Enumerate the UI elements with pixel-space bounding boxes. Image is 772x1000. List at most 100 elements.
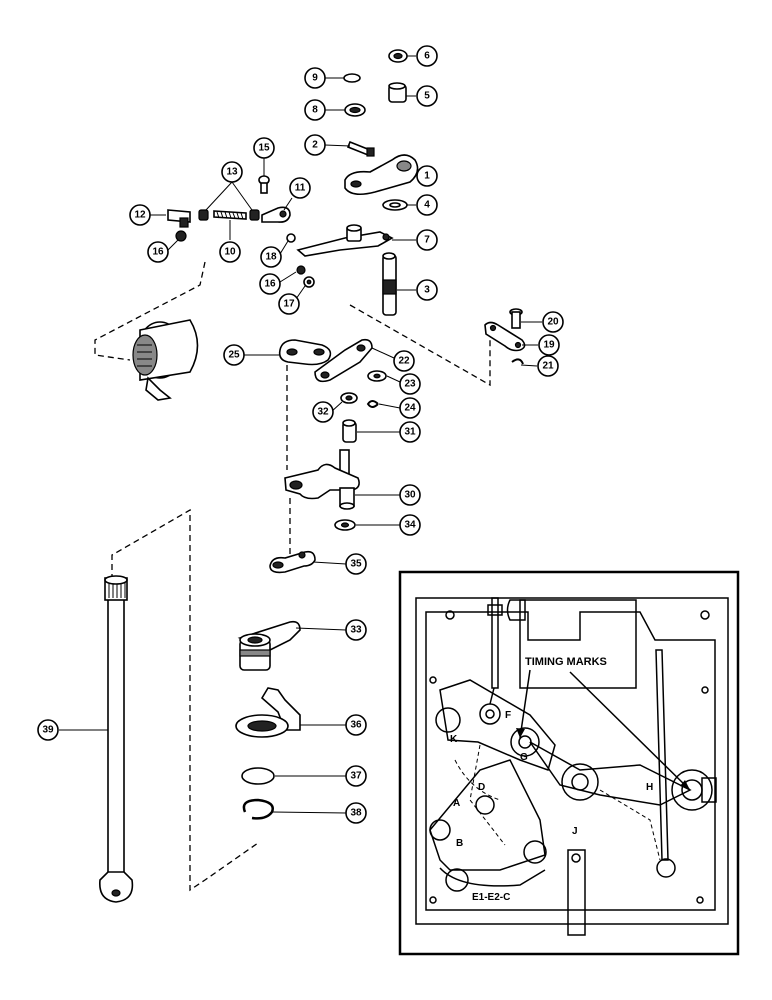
svg-text:22: 22	[398, 356, 410, 367]
callout-6: 6	[416, 45, 438, 67]
svg-text:32: 32	[317, 407, 329, 418]
timing-marks-inset: TIMING MARKS K F G D H A B J E1-E2-C	[398, 570, 740, 956]
callout-24: 24	[399, 397, 421, 419]
part-7-lever	[296, 224, 394, 257]
part-16a-nut	[175, 230, 187, 242]
callout-10: 10	[219, 241, 241, 263]
part-9-snap-ring	[343, 73, 361, 83]
hub-assembly	[132, 319, 199, 401]
svg-text:16: 16	[264, 279, 276, 290]
part-19-link	[484, 321, 526, 352]
inset-letter-f: F	[505, 710, 511, 721]
callout-11: 11	[289, 177, 311, 199]
part-8-washer	[344, 103, 366, 117]
assembly-line-shaft	[111, 508, 259, 892]
inset-letter-j: J	[572, 826, 578, 837]
svg-text:24: 24	[404, 403, 416, 414]
svg-text:34: 34	[404, 520, 416, 531]
svg-text:17: 17	[283, 299, 295, 310]
callout-38: 38	[345, 802, 367, 824]
inset-letter-b: B	[456, 838, 463, 849]
callout-2: 2	[304, 134, 326, 156]
part-37-ring	[241, 767, 275, 785]
svg-text:20: 20	[547, 317, 559, 328]
inset-letter-k: K	[450, 734, 458, 745]
part-2-bolt	[346, 140, 375, 157]
part-6-nut	[388, 49, 408, 63]
inset-letter-h: H	[646, 782, 653, 793]
callout-32: 32	[312, 401, 334, 423]
svg-text:11: 11	[295, 183, 306, 194]
assembly-line-19	[349, 304, 491, 387]
part-18-nut	[286, 233, 296, 243]
callout-8: 8	[304, 99, 326, 121]
callout-34: 34	[399, 514, 421, 536]
inset-letter-a: A	[453, 798, 460, 809]
inset-letter-g: G	[520, 752, 528, 763]
callout-31: 31	[399, 421, 421, 443]
part-35-link	[269, 550, 316, 574]
part-39-shaft	[99, 575, 134, 903]
callout-23: 23	[399, 373, 421, 395]
part-16b-nut	[296, 265, 306, 275]
part-36-yoke	[235, 687, 301, 738]
part-15-screw	[258, 175, 270, 194]
part-13-nuts	[198, 209, 260, 221]
timing-marks-caption: TIMING MARKS	[525, 656, 607, 668]
part-31-bushing	[342, 419, 357, 443]
svg-text:18: 18	[265, 252, 277, 263]
callout-37: 37	[345, 765, 367, 787]
callout-22: 22	[393, 350, 415, 372]
part-1-arm	[344, 154, 419, 196]
svg-text:6: 6	[424, 51, 430, 62]
callout-1: 1	[416, 165, 438, 187]
svg-text:23: 23	[404, 379, 416, 390]
part-25-link	[278, 339, 332, 366]
callout-19: 19	[538, 334, 560, 356]
callout-35: 35	[345, 553, 367, 575]
callout-18: 18	[260, 246, 282, 268]
callout-16a: 16	[147, 241, 169, 263]
part-21-clip	[511, 358, 524, 365]
svg-text:5: 5	[424, 91, 430, 102]
svg-text:39: 39	[42, 725, 54, 736]
part-20-bolt	[509, 308, 523, 329]
part-4-washer	[382, 199, 408, 211]
part-34-washer	[334, 519, 356, 531]
callout-20: 20	[542, 311, 564, 333]
svg-text:30: 30	[404, 490, 416, 501]
callout-13: 13	[221, 161, 243, 183]
svg-text:7: 7	[424, 235, 430, 246]
svg-text:38: 38	[350, 808, 362, 819]
callout-15: 15	[253, 137, 275, 159]
callout-25: 25	[223, 344, 245, 366]
svg-text:13: 13	[226, 167, 238, 178]
callout-16b: 16	[259, 273, 281, 295]
svg-text:3: 3	[424, 285, 430, 296]
callout-21: 21	[537, 355, 559, 377]
part-33-arm	[237, 620, 301, 671]
callout-3: 3	[416, 279, 438, 301]
part-3-shaft	[382, 252, 397, 316]
svg-text:19: 19	[543, 340, 555, 351]
svg-text:25: 25	[228, 350, 240, 361]
callout-17: 17	[278, 293, 300, 315]
inset-bottom-label: E1-E2-C	[472, 892, 510, 903]
svg-text:31: 31	[404, 427, 416, 438]
svg-text:4: 4	[424, 200, 430, 211]
svg-text:36: 36	[350, 720, 362, 731]
part-38-snap-ring	[242, 798, 274, 820]
part-24-clip	[366, 400, 379, 408]
svg-text:1: 1	[424, 171, 430, 182]
inset-letter-d: D	[478, 782, 485, 793]
part-10-threaded-rod	[213, 210, 247, 220]
svg-text:21: 21	[542, 361, 554, 372]
callout-12: 12	[129, 204, 151, 226]
svg-text:10: 10	[224, 247, 236, 258]
svg-text:37: 37	[350, 771, 362, 782]
callout-30: 30	[399, 484, 421, 506]
callout-36: 36	[345, 714, 367, 736]
callout-5: 5	[416, 85, 438, 107]
part-11-rod-end	[261, 206, 291, 223]
